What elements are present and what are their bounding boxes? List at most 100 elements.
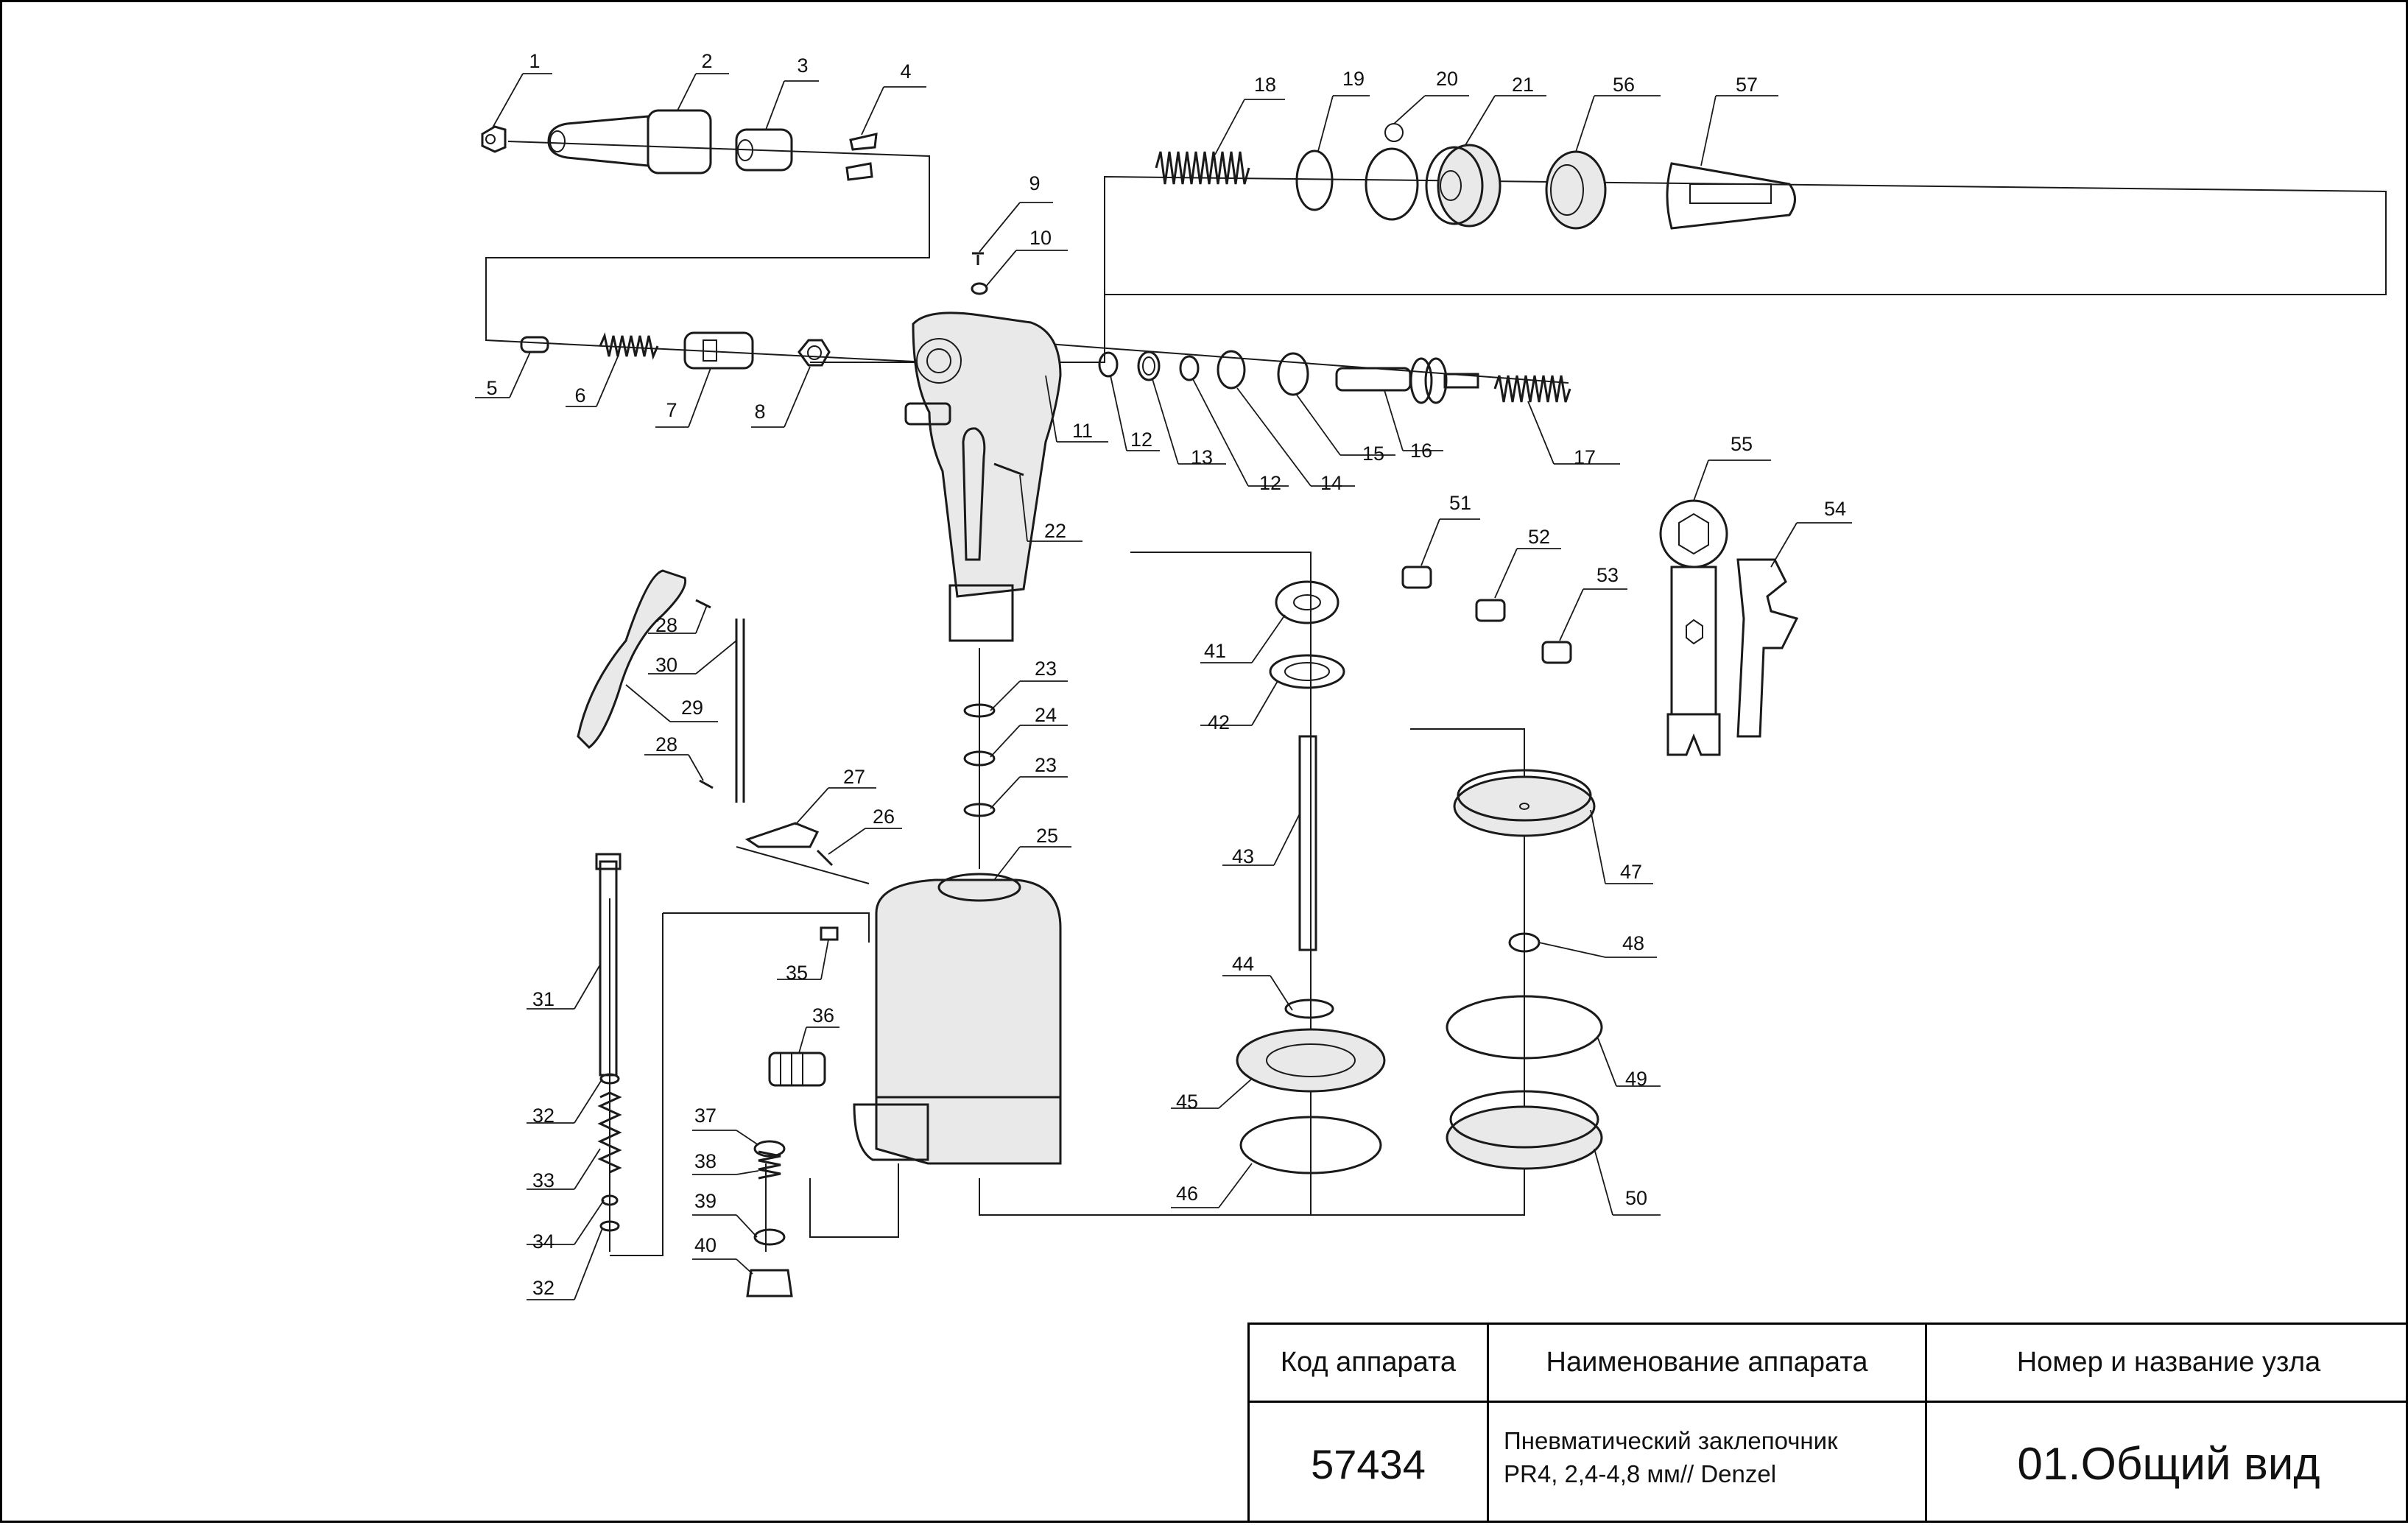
part-22-pin <box>993 462 1024 476</box>
callout-label: 29 <box>681 697 703 719</box>
callout-label: 26 <box>873 806 895 828</box>
part-7-sleeve <box>683 331 754 370</box>
name-line-2: PR4, 2,4-4,8 мм// Denzel <box>1504 1460 1777 1487</box>
part-13-ring <box>1137 351 1161 381</box>
callout-label: 19 <box>1342 68 1365 90</box>
part-45-piston <box>1236 1028 1386 1093</box>
callout-label: 30 <box>655 654 677 676</box>
part-36-air-fitting <box>768 1052 826 1087</box>
callout-label: 31 <box>532 988 555 1010</box>
part-25-reservoir <box>853 873 1062 1165</box>
callout-label: 21 <box>1512 74 1534 96</box>
callout-label: 11 <box>1072 420 1093 442</box>
part-5-pin <box>520 336 549 353</box>
callout-label: 49 <box>1625 1068 1647 1090</box>
part-6-spring <box>599 332 659 360</box>
callout-label: 10 <box>1029 227 1052 249</box>
assembly-lines <box>485 141 2387 1256</box>
part-10-washer <box>971 282 988 295</box>
callout-label: 57 <box>1736 74 1758 96</box>
part-54-wrench <box>1736 558 1799 738</box>
callout-label: 12 <box>1259 472 1281 494</box>
callout-label: 1 <box>529 50 540 72</box>
callout-label: 48 <box>1622 932 1644 954</box>
part-2-nose-housing <box>547 109 712 175</box>
callout-label: 42 <box>1208 711 1230 733</box>
part-57-collector <box>1666 162 1796 230</box>
callout-label: 54 <box>1824 498 1846 520</box>
part-17-spring <box>1493 375 1571 403</box>
part-12-o-ring-a <box>1098 351 1119 378</box>
callout-label: 28 <box>655 733 677 756</box>
title-block: Код аппарата Наименование аппарата Номер… <box>1247 1323 2408 1523</box>
part-50-cover <box>1446 1090 1603 1170</box>
callout-label: 53 <box>1596 564 1619 586</box>
callout-label: 52 <box>1528 526 1550 548</box>
part-28-pins <box>695 599 714 789</box>
callout-label: 39 <box>694 1190 717 1212</box>
part-51-53-fittings <box>1401 566 1572 664</box>
part-47-piston-disc <box>1453 769 1596 837</box>
part-1-nozzle <box>481 125 507 153</box>
part-46-o-ring <box>1239 1116 1382 1174</box>
callout-label: 28 <box>655 614 677 636</box>
callout-label: 12 <box>1130 429 1152 451</box>
part-4-jaws <box>845 133 878 181</box>
callout-label: 35 <box>786 962 808 984</box>
part-12-o-ring-b <box>1179 355 1200 381</box>
header-code: Код аппарата <box>1280 1347 1457 1378</box>
callout-label: 6 <box>574 384 585 406</box>
callout-label: 8 <box>754 401 765 423</box>
part-32-33-34-spring-set <box>597 1073 622 1232</box>
part-55-wrench <box>1659 499 1728 756</box>
callout-label: 27 <box>843 766 865 788</box>
callout-label: 40 <box>694 1234 717 1256</box>
callout-label: 23 <box>1035 754 1057 776</box>
part-49-o-ring <box>1446 995 1603 1060</box>
callout-label: 25 <box>1036 825 1058 847</box>
part-15-o-ring <box>1277 352 1309 396</box>
part-20-retaining-ring <box>1365 123 1419 221</box>
part-21-piston <box>1425 144 1502 228</box>
callout-label: 18 <box>1254 74 1276 96</box>
callout-label: 5 <box>486 377 497 399</box>
part-11-gun-body <box>904 311 1062 642</box>
callout-label: 36 <box>812 1004 834 1026</box>
part-37-40-valve-set <box>746 1140 793 1297</box>
callout-label: 38 <box>694 1150 717 1172</box>
node-value: 01.Общий вид <box>2017 1438 2320 1490</box>
callout-label: 43 <box>1232 845 1254 867</box>
part-30-link-rod <box>735 619 745 803</box>
callout-label: 51 <box>1449 492 1471 514</box>
callout-label: 32 <box>532 1277 555 1299</box>
callout-label: 24 <box>1035 704 1057 726</box>
part-9-screw <box>972 252 984 265</box>
callout-label: 46 <box>1176 1183 1198 1205</box>
callout-label: 9 <box>1029 172 1040 194</box>
callout-label: 3 <box>797 54 808 77</box>
part-26-pin <box>816 849 834 867</box>
part-41-washer <box>1275 580 1339 624</box>
part-42-nut <box>1269 654 1345 689</box>
callout-label: 47 <box>1620 861 1642 883</box>
part-35-plug <box>820 926 839 941</box>
name-value: Пневматический заклепочник PR4, 2,4-4,8 … <box>1504 1403 1925 1513</box>
callout-label: 37 <box>694 1105 717 1127</box>
callout-label: 22 <box>1044 520 1066 542</box>
code-value: 57434 <box>1311 1440 1426 1487</box>
part-27-lever-bracket <box>744 822 820 848</box>
callout-label: 34 <box>532 1230 555 1253</box>
name-line-1: Пневматический заклепочник <box>1504 1427 1838 1455</box>
part-44-washer <box>1284 999 1334 1019</box>
callout-label: 44 <box>1232 953 1254 975</box>
part-18-spring <box>1155 151 1250 185</box>
part-43-rod <box>1298 735 1317 951</box>
callout-label: 17 <box>1574 446 1596 468</box>
callouts: 1 2 3 4 5 6 7 8 9 10 11 12 13 <box>475 50 1852 1300</box>
callout-label: 50 <box>1625 1187 1647 1209</box>
header-name: Наименование аппарата <box>1546 1347 1868 1378</box>
part-23-24-seals <box>963 703 996 817</box>
part-29-trigger-lever <box>577 569 687 749</box>
callout-label: 55 <box>1731 433 1753 455</box>
